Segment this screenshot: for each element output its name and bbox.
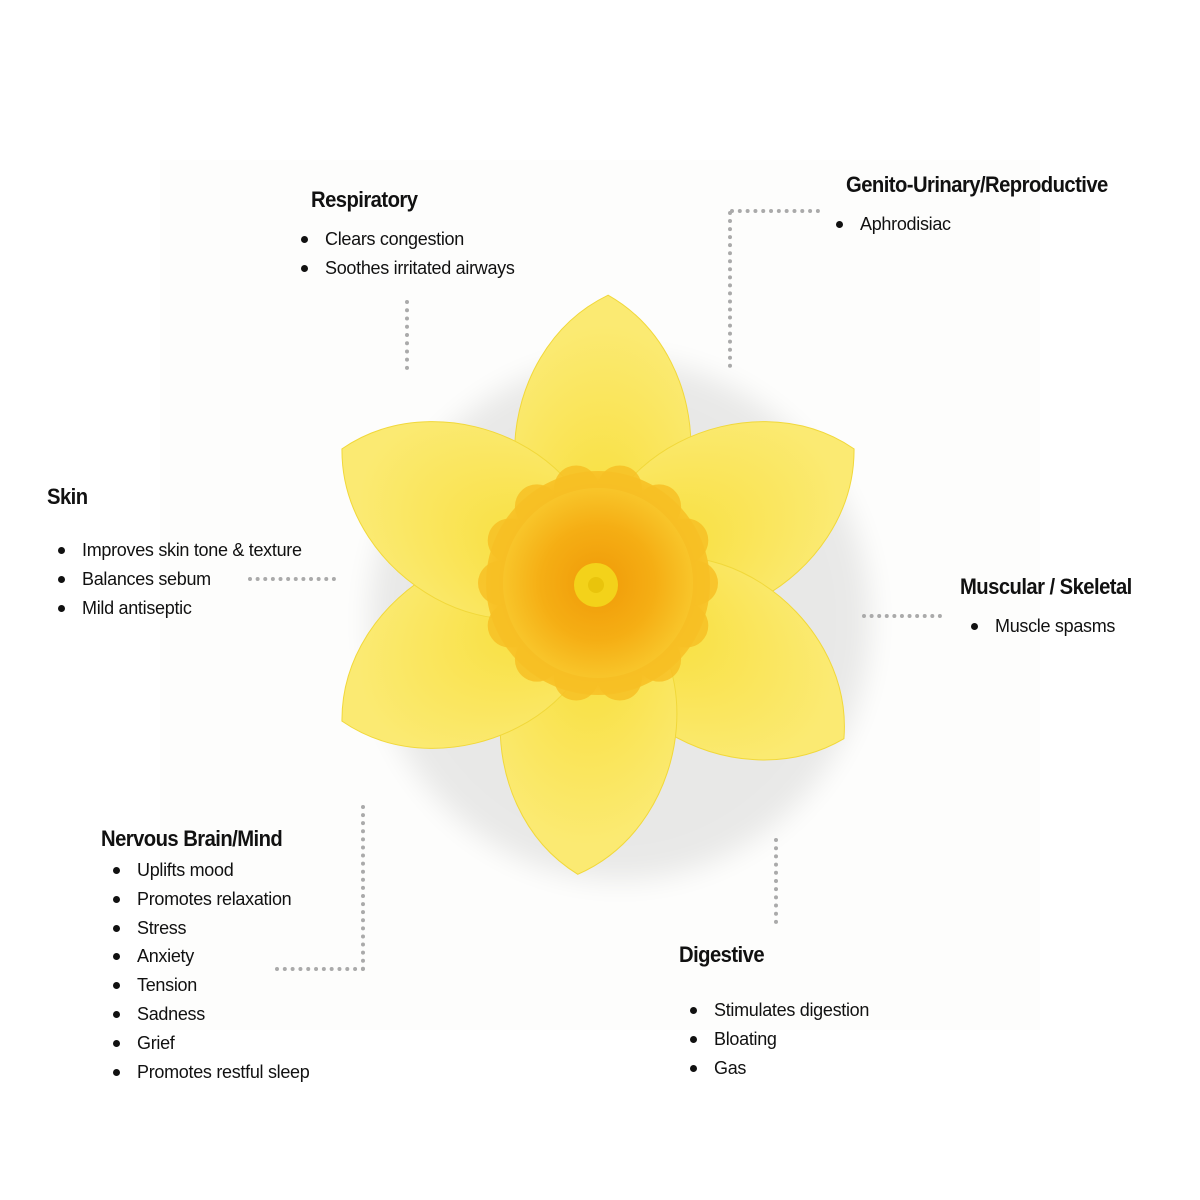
bullet-icon: [301, 264, 308, 272]
list-item: Aphrodisiac: [825, 210, 1131, 239]
section-title: Digestive: [679, 942, 765, 967]
bullet-icon: [690, 1007, 697, 1014]
bullet-icon: [690, 1064, 697, 1072]
bullet-icon: [836, 221, 843, 228]
connector-respiratory: [405, 300, 409, 370]
list-item: Promotes relaxation: [102, 885, 309, 914]
connector-skin: [248, 577, 336, 581]
list-item-text: Soothes irritated airways: [325, 257, 515, 278]
list-item-text: Sadness: [137, 1003, 205, 1024]
list-item: Grief: [102, 1029, 309, 1058]
list-item-text: Tension: [137, 975, 197, 996]
connector-genito-h: [730, 209, 820, 213]
bullet-icon: [113, 982, 120, 990]
list-item: Improves skin tone & texture: [47, 536, 302, 565]
list-item: Mild antiseptic: [47, 594, 302, 623]
list-item: Muscle spasms: [960, 612, 1147, 641]
list-item-text: Muscle spasms: [995, 616, 1116, 636]
connector-muscular: [862, 614, 942, 618]
list-item-text: Mild antiseptic: [82, 597, 192, 618]
bullet-icon: [113, 895, 120, 903]
list-item: Anxiety: [102, 942, 309, 971]
list-item-text: Improves skin tone & texture: [82, 540, 302, 560]
section-title: Genito-Urinary/Reproductive: [846, 172, 1108, 197]
list-item-text: Balances sebum: [82, 568, 211, 589]
list-item-text: Bloating: [714, 1028, 777, 1049]
list-item: Balances sebum: [47, 565, 302, 594]
list-item-text: Clears congestion: [325, 229, 464, 249]
bullet-icon: [113, 1010, 120, 1018]
connector-genito-v: [728, 211, 732, 368]
connector-nervous-h: [275, 967, 365, 971]
list-item-text: Anxiety: [137, 946, 194, 967]
list-item-text: Uplifts mood: [137, 860, 234, 880]
list-item: Uplifts mood: [102, 856, 309, 885]
bullet-icon: [58, 575, 65, 583]
list-item-text: Grief: [137, 1032, 175, 1053]
list-item-text: Stimulates digestion: [714, 1000, 870, 1020]
list-item-text: Promotes restful sleep: [137, 1061, 310, 1082]
list-item: Gas: [679, 1054, 869, 1083]
list-item: Promotes restful sleep: [102, 1058, 310, 1087]
bullet-icon: [113, 867, 120, 874]
bullet-icon: [58, 604, 65, 612]
list-item: Soothes irritated airways: [290, 254, 515, 283]
list-item-text: Stress: [137, 917, 187, 938]
bullet-icon: [58, 547, 65, 554]
section-title: Nervous Brain/Mind: [101, 826, 283, 851]
connector-digestive: [774, 838, 778, 924]
bullet-icon: [113, 1039, 120, 1047]
connector-nervous-v: [361, 805, 365, 971]
list-item-text: Gas: [714, 1057, 747, 1078]
list-item: Clears congestion: [290, 225, 515, 254]
bullet-icon: [301, 236, 308, 243]
bullet-icon: [113, 924, 120, 932]
bullet-icon: [971, 623, 978, 630]
list-item: Bloating: [679, 1025, 869, 1054]
bullet-icon: [113, 953, 120, 961]
bullet-icon: [690, 1035, 697, 1043]
list-item: Stress: [102, 914, 309, 943]
list-item-text: Promotes relaxation: [137, 888, 292, 909]
bullet-icon: [113, 1068, 120, 1076]
section-genito-urinary: Genito-Urinary/Reproductive Aphrodisiac: [836, 172, 1131, 239]
list-item: Sadness: [102, 1000, 309, 1029]
list-item: Tension: [102, 971, 309, 1000]
list-item: Stimulates digestion: [679, 996, 869, 1025]
section-title: Skin: [47, 484, 88, 509]
section-muscular-skeletal: Muscular / Skeletal Muscle spasms: [960, 574, 1147, 641]
list-item-text: Aphrodisiac: [860, 214, 951, 234]
section-title: Muscular / Skeletal: [960, 574, 1132, 599]
section-title: Respiratory: [311, 187, 418, 212]
